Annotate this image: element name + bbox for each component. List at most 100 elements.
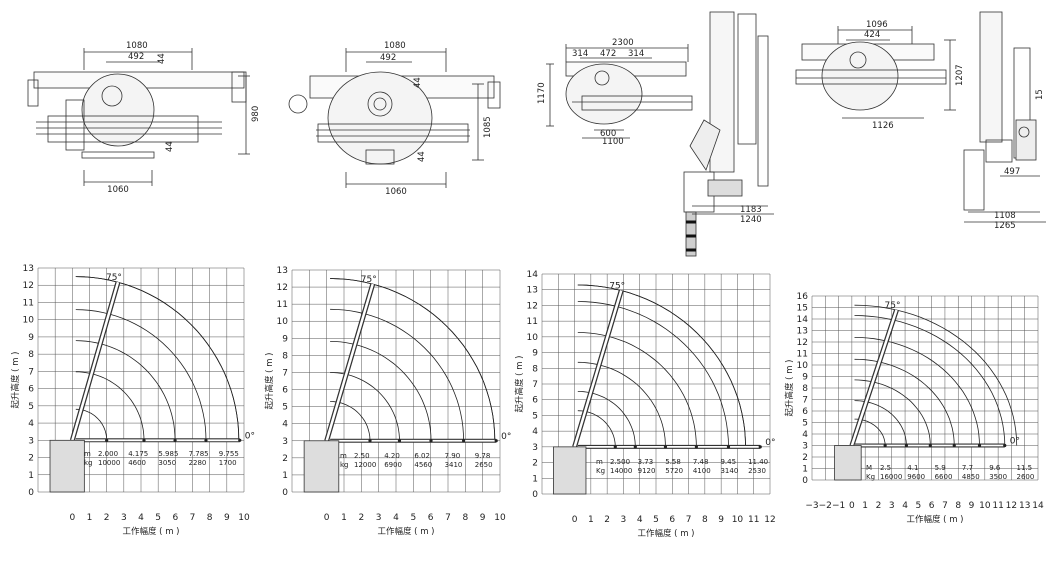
boom-section-point — [238, 438, 242, 442]
d1-dim-bottom: 1060 — [107, 185, 129, 195]
horizontal-angle-label: 0° — [765, 438, 775, 448]
y-tick-label: 14 — [797, 315, 809, 325]
x-tick-label: 11 — [992, 501, 1003, 511]
y-tick-label: 5 — [282, 403, 288, 413]
radius-value: 7.7 — [962, 464, 973, 472]
y-tick-label: 1 — [802, 465, 808, 475]
boom-section-point — [904, 443, 908, 448]
boom-section-point — [368, 439, 372, 443]
y-tick-label: 16 — [797, 292, 809, 302]
y-tick-label: 4 — [28, 419, 34, 429]
y-tick-label: 0 — [802, 476, 808, 486]
load-unit-label: kg — [340, 461, 349, 469]
x-tick-label: 3 — [121, 513, 127, 523]
x-tick-label: −1 — [832, 501, 845, 511]
d2-dim-top: 1080 — [384, 41, 406, 51]
boom-angle-label: 75° — [609, 282, 625, 292]
load-value: 1700 — [219, 459, 237, 467]
x-tick-label: 8 — [955, 501, 961, 511]
radius-value: 4.175 — [128, 450, 148, 458]
radius-value: 11.40 — [748, 458, 768, 466]
boom-section-point — [397, 439, 402, 443]
radius-value: 7.90 — [445, 452, 461, 460]
d3-dim-top: 2300 — [612, 38, 634, 48]
load-value: 4600 — [128, 459, 146, 467]
x-axis-label: 工作幅度 ( m ) — [377, 526, 434, 537]
reach-arc — [577, 284, 746, 447]
y-tick-label: 9 — [802, 373, 808, 383]
drawing-2 — [288, 48, 501, 188]
y-tick-label: 8 — [532, 364, 538, 374]
x-tick-label: 9 — [480, 513, 486, 523]
load-value: 4560 — [414, 461, 432, 469]
x-tick-label: 1 — [87, 513, 93, 523]
y-tick-label: 6 — [532, 396, 538, 406]
y-axis-label: 起升高度 ( m ) — [784, 359, 795, 416]
x-tick-label: 1 — [862, 501, 868, 511]
load-value: 10000 — [98, 459, 120, 467]
load-unit-label: kg — [84, 459, 93, 467]
reach-arc — [330, 341, 432, 441]
y-tick-label: 4 — [282, 420, 288, 430]
x-tick-label: 13 — [1019, 501, 1030, 511]
radius-value: 9.78 — [475, 452, 491, 460]
radius-value: 11.5 — [1017, 464, 1033, 472]
x-tick-label: 14 — [1032, 501, 1044, 511]
d3-dim-bottom-b: 1100 — [602, 137, 624, 147]
boom-section-point — [1003, 443, 1007, 448]
y-tick-label: 13 — [797, 327, 808, 337]
radius-value: 6.02 — [414, 452, 430, 460]
boom-raised-inner — [325, 283, 374, 442]
boom-section-point — [663, 445, 668, 449]
y-tick-label: 6 — [28, 385, 34, 395]
y-tick-label: 12 — [23, 281, 34, 291]
y-tick-label: 11 — [23, 298, 34, 308]
boom-raised-inner — [71, 281, 120, 441]
y-tick-label: 6 — [282, 386, 288, 396]
y-tick-label: 13 — [277, 266, 288, 276]
x-tick-label: 2 — [604, 515, 610, 525]
radius-unit-label: m — [340, 452, 347, 460]
y-tick-label: 10 — [527, 333, 539, 343]
load-value: 3500 — [989, 473, 1007, 481]
x-tick-label: 4 — [637, 515, 643, 525]
d2-dim-right: 1085 — [483, 116, 493, 138]
d3-dim-left: 1170 — [537, 82, 547, 104]
x-axis-label: 工作幅度 ( m ) — [637, 528, 694, 539]
x-axis-label: 工作幅度 ( m ) — [906, 514, 963, 525]
radius-value: 2.000 — [98, 450, 118, 458]
y-tick-label: 3 — [532, 443, 538, 453]
y-tick-label: 11 — [527, 317, 538, 327]
x-tick-label: 6 — [428, 513, 434, 523]
x-tick-label: 10 — [238, 513, 250, 523]
x-tick-label: 9 — [718, 515, 724, 525]
boom-angle-label: 75° — [106, 273, 122, 283]
load-value: 14000 — [610, 467, 632, 475]
radius-value: 2.5 — [880, 464, 891, 472]
y-tick-label: 9 — [28, 333, 34, 343]
d1-dim-small-mid: 44 — [165, 141, 175, 152]
x-tick-label: 7 — [942, 501, 948, 511]
y-tick-label: 6 — [802, 407, 808, 417]
x-tick-label: 0 — [572, 515, 578, 525]
radius-value: 4.1 — [907, 464, 918, 472]
x-tick-label: 1 — [341, 513, 347, 523]
load-value: 3050 — [158, 459, 176, 467]
load-value: 9600 — [907, 473, 925, 481]
y-tick-label: 12 — [277, 283, 288, 293]
reach-arc — [330, 401, 371, 441]
drawing-3 — [546, 11, 774, 257]
crane-base — [553, 446, 587, 495]
y-tick-label: 7 — [282, 368, 288, 378]
reach-arc — [854, 379, 931, 446]
radius-value: 7.785 — [189, 450, 209, 458]
y-tick-label: 4 — [802, 430, 808, 440]
boom-section-point — [204, 438, 208, 442]
reach-arc — [854, 304, 1018, 446]
load-value: 5720 — [665, 467, 683, 475]
x-axis-label: 工作幅度 ( m ) — [122, 526, 179, 537]
crane-base — [49, 439, 85, 493]
y-tick-label: 14 — [527, 270, 539, 280]
d4-dim-side-mid: 497 — [1004, 167, 1020, 177]
